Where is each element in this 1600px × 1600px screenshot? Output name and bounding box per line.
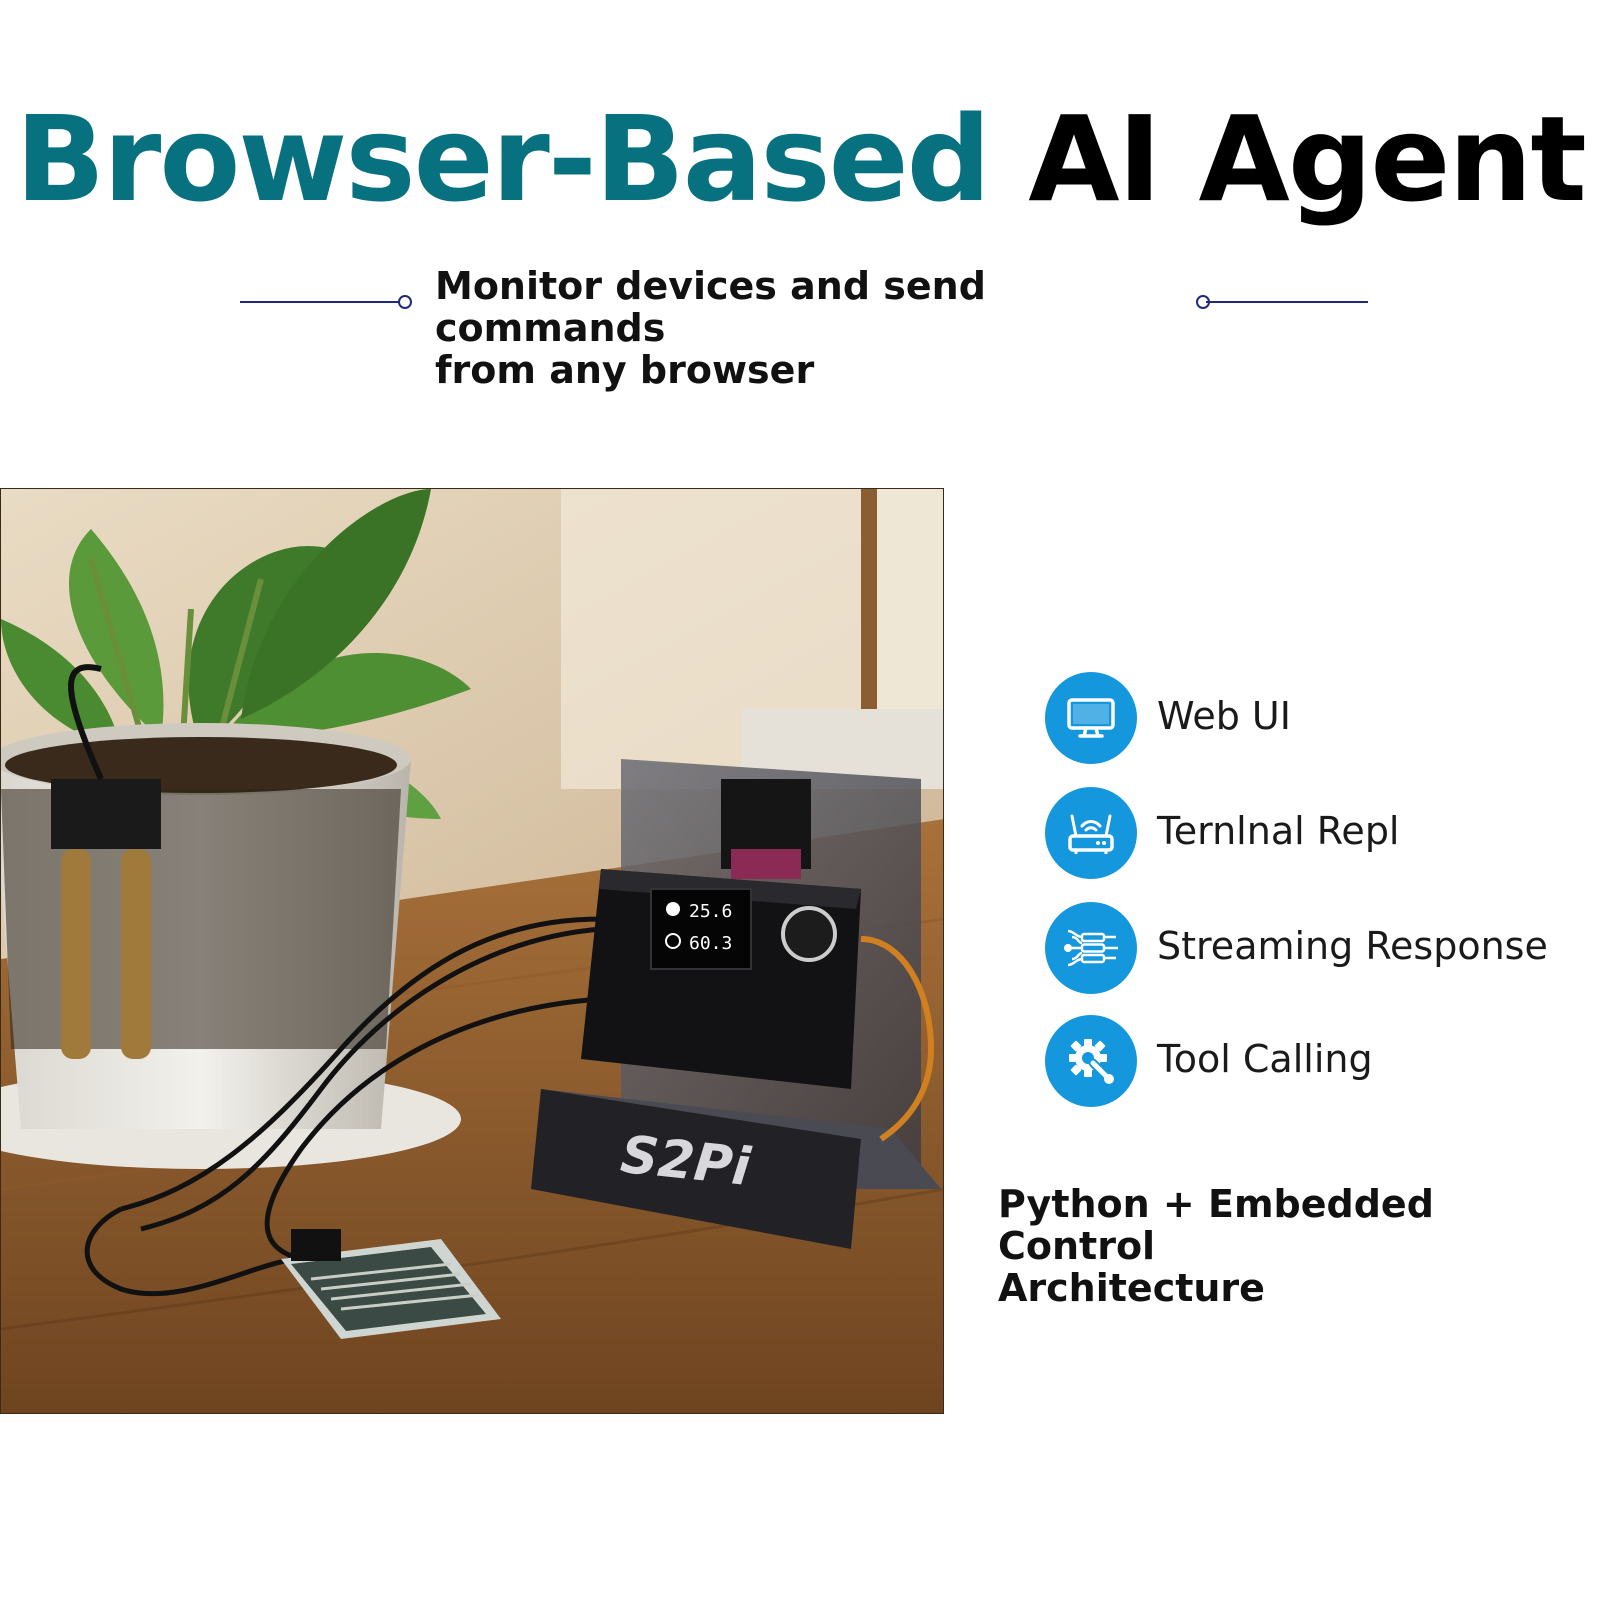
sun-icon [665, 933, 681, 949]
subtitle: Monitor devices and send commands from a… [435, 265, 1195, 391]
feature-label: Streaming Response [1157, 924, 1548, 968]
oled-humidity: 60.3 [689, 933, 732, 954]
page-title: Browser-Based AI Agent [0, 94, 1600, 225]
plant-pot [1, 723, 461, 1169]
oled-temperature: 25.6 [689, 901, 732, 922]
architecture-line-2: Architecture [998, 1266, 1265, 1310]
subtitle-row: Monitor devices and send commands from a… [0, 265, 1600, 391]
drop-icon [666, 902, 680, 916]
left-rule-knob [398, 295, 412, 309]
title-accent: Browser-Based [15, 90, 991, 228]
photo-illustration: S2Pi 25.6 60.3 [1, 489, 943, 1413]
rain-sensor [281, 1229, 501, 1339]
architecture-caption: Python + Embedded Control Architecture [998, 1183, 1588, 1309]
cables [84, 916, 602, 1297]
feature-web-ui: Web UI [1045, 672, 1585, 764]
stand-brand-logo: S2Pi [618, 1125, 754, 1198]
subtitle-line-2: from any browser [435, 348, 815, 392]
feature-tool-calling: Tool Calling [1045, 1015, 1585, 1107]
product-photo: S2Pi 25.6 60.3 [0, 488, 944, 1414]
oled-display [650, 888, 752, 970]
architecture-line-1: Python + Embedded Control [998, 1182, 1434, 1268]
soil-moisture-sensor [51, 664, 161, 1059]
right-rule [1206, 301, 1368, 303]
circuit-stream-icon [1045, 902, 1137, 994]
title-main: AI Agent [1028, 90, 1587, 228]
controller-stand: S2Pi 25.6 60.3 [531, 759, 941, 1249]
buzzer [781, 906, 837, 962]
subtitle-line-1: Monitor devices and send commands [435, 264, 986, 350]
gear-wrench-icon [1045, 1015, 1137, 1107]
feature-label: Tool Calling [1157, 1037, 1373, 1081]
feature-streaming-response: Streaming Response [1045, 902, 1585, 994]
left-rule [240, 301, 400, 303]
monitor-icon [1045, 672, 1137, 764]
feature-label: Web UI [1157, 694, 1291, 738]
router-wifi-icon [1045, 787, 1137, 879]
feature-terminal-repl: Ternlnal Repl [1045, 787, 1585, 879]
feature-label: Ternlnal Repl [1157, 809, 1400, 853]
picture-frame-inner [877, 489, 943, 723]
